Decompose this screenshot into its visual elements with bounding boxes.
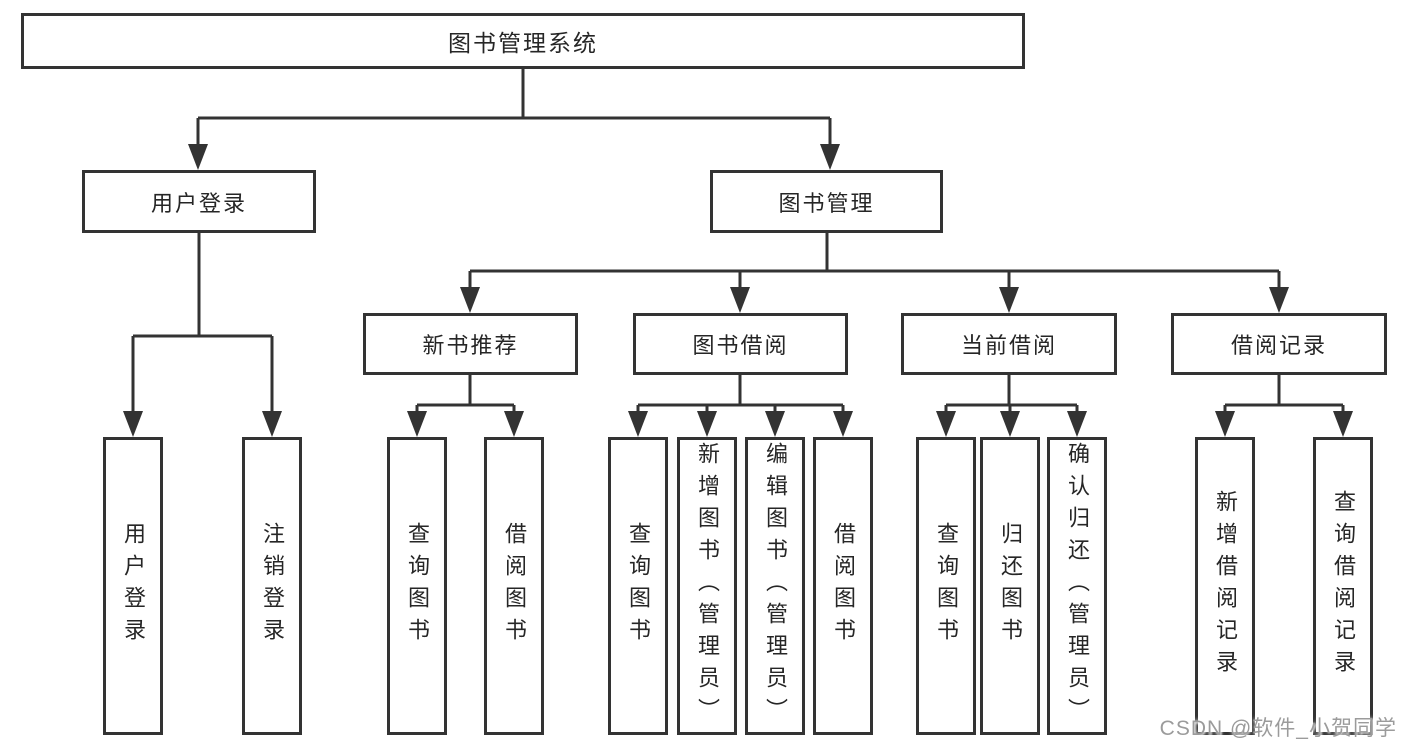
leaf-current-confirm-return-admin: 确认归还（管理员） [1047,437,1107,735]
arrowhead [765,411,785,437]
leaf-current-confirm-return-admin-label: 确认归还（管理员） [1065,442,1090,730]
leaf-current-query-books: 查询图书 [916,437,976,735]
arrowhead [123,411,143,437]
leaf-borrow-edit-books-admin-label: 编辑图书（管理员） [763,442,788,730]
node-current-borrow-label: 当前借阅 [960,333,1057,358]
connector-root-to-level2 [196,69,832,146]
connector-recommend-branch [415,375,516,413]
node-root-label: 图书管理系统 [448,30,598,56]
leaf-logout: 注销登录 [242,437,302,735]
node-borrow-records-label: 借阅记录 [1230,333,1327,358]
node-book-borrow: 图书借阅 [633,313,848,375]
leaf-records-add-record-label: 新增借阅记录 [1213,490,1238,682]
connector-records-branch [1223,375,1345,413]
arrowhead [407,411,427,437]
node-root: 图书管理系统 [21,13,1025,69]
leaf-records-query-record: 查询借阅记录 [1313,437,1373,735]
arrowhead [1000,411,1020,437]
leaf-borrow-borrow-books-label: 借阅图书 [831,522,856,650]
leaf-records-add-record: 新增借阅记录 [1195,437,1255,735]
arrowhead [628,411,648,437]
leaf-user-login-label: 用户登录 [121,522,146,650]
arrowhead [188,144,208,170]
leaf-recommend-query-books-label: 查询图书 [405,522,430,650]
arrowhead [697,411,717,437]
arrowhead [730,287,750,313]
leaf-records-query-record-label: 查询借阅记录 [1331,490,1356,682]
arrowhead [504,411,524,437]
leaf-current-return-books-label: 归还图书 [998,522,1023,650]
arrowhead [460,287,480,313]
leaf-borrow-borrow-books: 借阅图书 [813,437,873,735]
arrowhead [820,144,840,170]
leaf-logout-label: 注销登录 [260,522,285,650]
node-book-management: 图书管理 [710,170,943,233]
csdn-watermark: CSDN @软件_小贺同学 [1159,717,1397,740]
node-new-book-recommend: 新书推荐 [363,313,578,375]
arrowhead [1333,411,1353,437]
leaf-user-login: 用户登录 [103,437,163,735]
node-current-borrow: 当前借阅 [901,313,1117,375]
leaf-recommend-borrow-books-label: 借阅图书 [502,522,527,650]
node-user-login: 用户登录 [82,170,316,233]
leaf-recommend-borrow-books: 借阅图书 [484,437,544,735]
connector-user-login-branch [131,233,274,413]
node-borrow-records: 借阅记录 [1171,313,1387,375]
arrowhead [1215,411,1235,437]
arrowhead [1269,287,1289,313]
leaf-borrow-add-books-admin-label: 新增图书（管理员） [695,442,720,730]
connector-borrow-branch [636,375,845,413]
node-new-book-recommend-label: 新书推荐 [422,333,519,358]
leaf-borrow-add-books-admin: 新增图书（管理员） [677,437,737,735]
leaf-current-query-books-label: 查询图书 [934,522,959,650]
connector-current-branch [944,375,1079,413]
arrowhead [262,411,282,437]
node-book-management-label: 图书管理 [778,190,875,216]
arrowhead [999,287,1019,313]
node-book-borrow-label: 图书借阅 [692,333,789,358]
arrowhead [1067,411,1087,437]
connector-book-management-branch [468,233,1281,289]
leaf-borrow-query-books: 查询图书 [608,437,668,735]
leaf-borrow-edit-books-admin: 编辑图书（管理员） [745,437,805,735]
leaf-current-return-books: 归还图书 [980,437,1040,735]
arrowhead [833,411,853,437]
node-user-login-label: 用户登录 [150,190,247,216]
leaf-borrow-query-books-label: 查询图书 [626,522,651,650]
arrowhead [936,411,956,437]
leaf-recommend-query-books: 查询图书 [387,437,447,735]
